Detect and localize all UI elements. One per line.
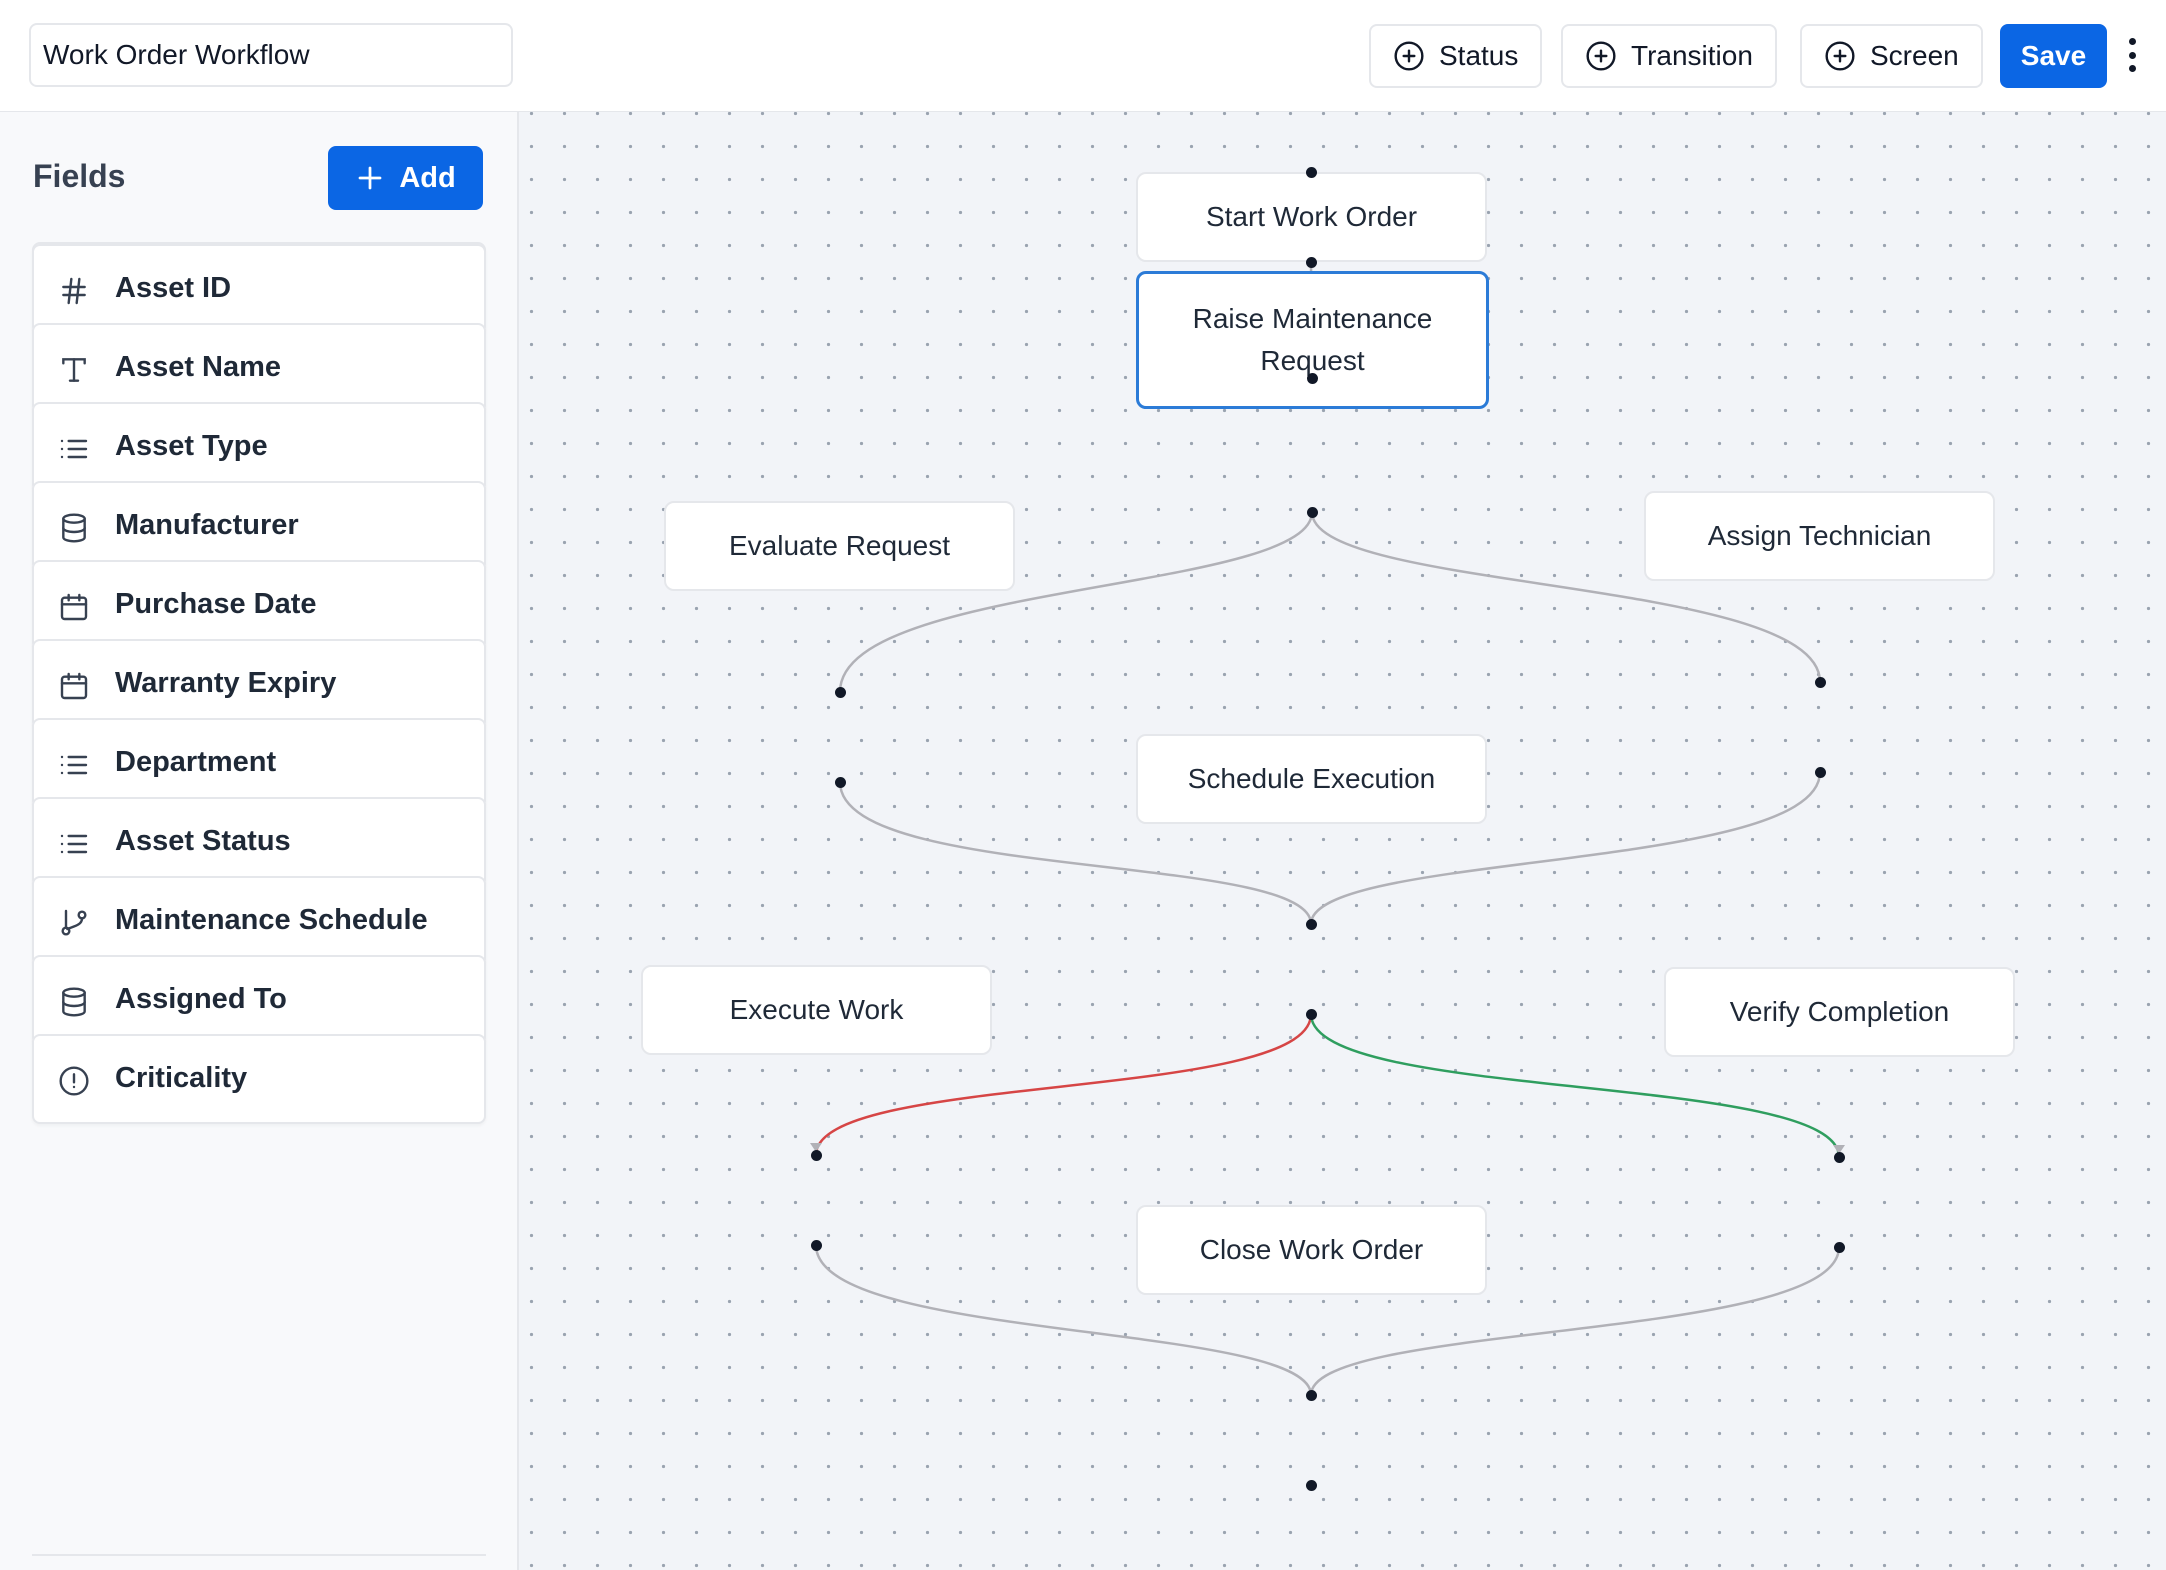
- add-status-button[interactable]: Status: [1369, 24, 1543, 88]
- node-handle-source[interactable]: [1307, 507, 1318, 518]
- node-handle-target[interactable]: [811, 1150, 822, 1161]
- save-button[interactable]: Save: [2000, 24, 2107, 88]
- node-handle-target[interactable]: [1834, 1152, 1845, 1163]
- workflow-canvas[interactable]: Start Work Order Raise Maintenance Reque…: [519, 112, 2166, 1570]
- status-node-schedule-execution[interactable]: Schedule Execution: [1136, 734, 1487, 824]
- fields-title: Fields: [33, 158, 126, 194]
- add-field-button[interactable]: Add: [328, 146, 483, 210]
- field-label: Assigned To: [115, 983, 287, 1015]
- field-label: Criticality: [115, 1062, 248, 1094]
- plus-circle-icon: [1394, 41, 1424, 71]
- plus-icon: [358, 166, 382, 190]
- calendar-icon: [60, 672, 88, 700]
- field-item-asset-id[interactable]: Asset ID: [32, 244, 486, 334]
- node-handle-source[interactable]: [1306, 1480, 1317, 1491]
- calendar-icon: [60, 593, 88, 621]
- status-node-raise-maintenance-request[interactable]: Raise Maintenance Request: [1136, 271, 1489, 409]
- node-handle-source[interactable]: [1834, 1242, 1845, 1253]
- add-screen-button[interactable]: Screen: [1800, 24, 1983, 88]
- arrow-icon: [1833, 1145, 1845, 1154]
- top-bar: Status Transition Screen Save: [0, 0, 2166, 112]
- field-item-manufacturer[interactable]: Manufacturer: [32, 481, 486, 571]
- edge-schedule-verify[interactable]: [1309, 1013, 1841, 1158]
- git-branch-icon: [61, 909, 87, 936]
- edge-schedule-execute[interactable]: [814, 1013, 1313, 1156]
- field-item-criticality[interactable]: Criticality: [32, 1034, 486, 1124]
- arrow-icon: [810, 1143, 822, 1152]
- field-label: Asset ID: [115, 272, 232, 304]
- edge-execute-close[interactable]: [814, 1244, 1313, 1396]
- node-label: Assign Technician: [1707, 520, 1932, 551]
- field-label: Asset Type: [115, 430, 268, 462]
- node-label: Raise Maintenance Request: [1192, 303, 1433, 376]
- edge-raise-evaluate[interactable]: [838, 511, 1314, 693]
- divider: [32, 1554, 486, 1556]
- plus-circle-icon: [1825, 41, 1855, 71]
- field-item-warranty-expiry[interactable]: Warranty Expiry: [32, 639, 486, 729]
- field-label: Department: [115, 746, 277, 778]
- field-label: Asset Status: [115, 825, 291, 857]
- field-item-asset-type[interactable]: Asset Type: [32, 402, 486, 492]
- field-label: Maintenance Schedule: [115, 904, 428, 936]
- add-transition-button[interactable]: Transition: [1561, 24, 1777, 88]
- field-item-purchase-date[interactable]: Purchase Date: [32, 560, 486, 650]
- node-handle-source[interactable]: [1306, 1009, 1317, 1020]
- node-handle-target[interactable]: [1306, 919, 1317, 930]
- status-node-start-work-order[interactable]: Start Work Order: [1136, 172, 1487, 262]
- add-field-label: Add: [399, 161, 456, 194]
- field-label: Warranty Expiry: [115, 667, 337, 699]
- node-handle-target[interactable]: [1306, 167, 1317, 178]
- workflow-name-input[interactable]: [29, 23, 513, 87]
- add-status-label: Status: [1439, 40, 1519, 71]
- node-handle-target[interactable]: [1306, 1390, 1317, 1401]
- node-handle-target[interactable]: [1815, 677, 1826, 688]
- field-label: Manufacturer: [115, 509, 299, 541]
- fields-sidebar: Fields Add Asset ID Asset Name Asset Typ…: [0, 112, 519, 1570]
- list-icon: [60, 834, 88, 854]
- alert-circle-icon: [59, 1066, 89, 1096]
- edge-raise-assign[interactable]: [1310, 511, 1822, 683]
- status-node-verify-completion[interactable]: Verify Completion: [1664, 967, 2015, 1057]
- field-item-asset-status[interactable]: Asset Status: [32, 797, 486, 887]
- text-type-icon: [62, 358, 86, 382]
- node-handle-source[interactable]: [1306, 257, 1317, 268]
- field-item-assigned-to[interactable]: Assigned To: [32, 955, 486, 1045]
- node-label: Evaluate Request: [728, 530, 951, 561]
- database-icon: [62, 513, 86, 543]
- status-node-evaluate-request[interactable]: Evaluate Request: [664, 501, 1015, 591]
- node-label: Execute Work: [729, 994, 904, 1025]
- status-node-assign-technician[interactable]: Assign Technician: [1644, 491, 1995, 581]
- status-node-close-work-order[interactable]: Close Work Order: [1136, 1205, 1487, 1295]
- status-node-execute-work[interactable]: Execute Work: [641, 965, 992, 1055]
- list-icon: [60, 439, 88, 459]
- field-label: Purchase Date: [115, 588, 317, 620]
- node-handle-target[interactable]: [1307, 373, 1318, 384]
- edges-layer: [810, 261, 1845, 1396]
- hash-icon: [62, 277, 86, 305]
- field-item-maintenance-schedule[interactable]: Maintenance Schedule: [32, 876, 486, 966]
- add-transition-label: Transition: [1631, 40, 1753, 71]
- node-label: Close Work Order: [1199, 1234, 1424, 1265]
- node-handle-source[interactable]: [1815, 767, 1826, 778]
- field-label: Asset Name: [115, 351, 282, 383]
- node-label: Verify Completion: [1729, 996, 1950, 1027]
- add-screen-label: Screen: [1870, 40, 1959, 71]
- node-handle-source[interactable]: [835, 777, 846, 788]
- plus-circle-icon: [1586, 41, 1616, 71]
- database-icon: [62, 987, 86, 1017]
- node-label: Schedule Execution: [1187, 763, 1436, 794]
- node-handle-source[interactable]: [811, 1240, 822, 1251]
- edge-verify-close[interactable]: [1309, 1246, 1841, 1396]
- edge-assign-schedule[interactable]: [1309, 771, 1822, 925]
- node-label: Start Work Order: [1205, 201, 1418, 232]
- field-item-department[interactable]: Department: [32, 718, 486, 808]
- edge-evaluate-schedule[interactable]: [838, 781, 1313, 925]
- list-icon: [60, 755, 88, 775]
- field-item-asset-name[interactable]: Asset Name: [32, 323, 486, 413]
- node-handle-target[interactable]: [835, 687, 846, 698]
- more-options-icon[interactable]: [2120, 32, 2144, 78]
